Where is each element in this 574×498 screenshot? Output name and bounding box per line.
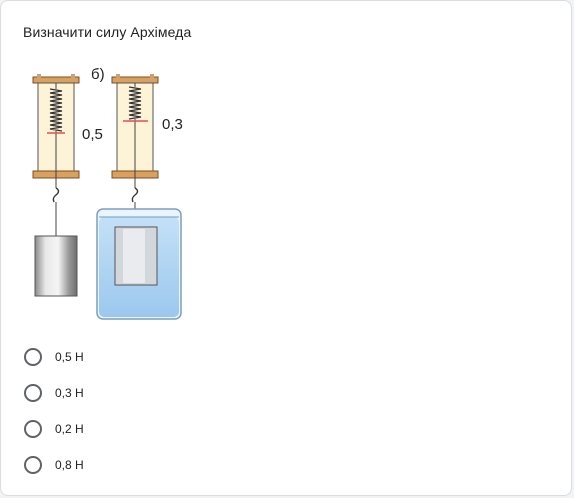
option-4[interactable]: 0,8 Н <box>21 447 84 483</box>
option-3[interactable]: 0,2 Н <box>21 411 84 447</box>
option-2[interactable]: 0,3 Н <box>21 375 84 411</box>
reading-a-label: 0,5 <box>82 126 103 143</box>
question-title: Визначити силу Архімеда <box>23 24 192 40</box>
option-label: 0,2 Н <box>55 422 84 436</box>
option-1[interactable]: 0,5 Н <box>21 339 84 375</box>
radio-button[interactable] <box>24 384 42 402</box>
option-label: 0,5 Н <box>55 350 84 364</box>
radio-button[interactable] <box>24 348 42 366</box>
dynamometer-figure: 0,5 б) 0,3 <box>32 66 183 320</box>
panel-label: б) <box>91 66 105 83</box>
answer-options: 0,5 Н 0,3 Н 0,2 Н 0,8 Н <box>21 339 84 483</box>
dynamometer-a <box>32 74 80 297</box>
radio-button[interactable] <box>24 420 42 438</box>
reading-b-label: 0,3 <box>162 116 183 133</box>
option-label: 0,8 Н <box>55 458 84 472</box>
option-label: 0,3 Н <box>55 386 84 400</box>
dynamometer-b <box>96 74 182 320</box>
radio-button[interactable] <box>24 456 42 474</box>
